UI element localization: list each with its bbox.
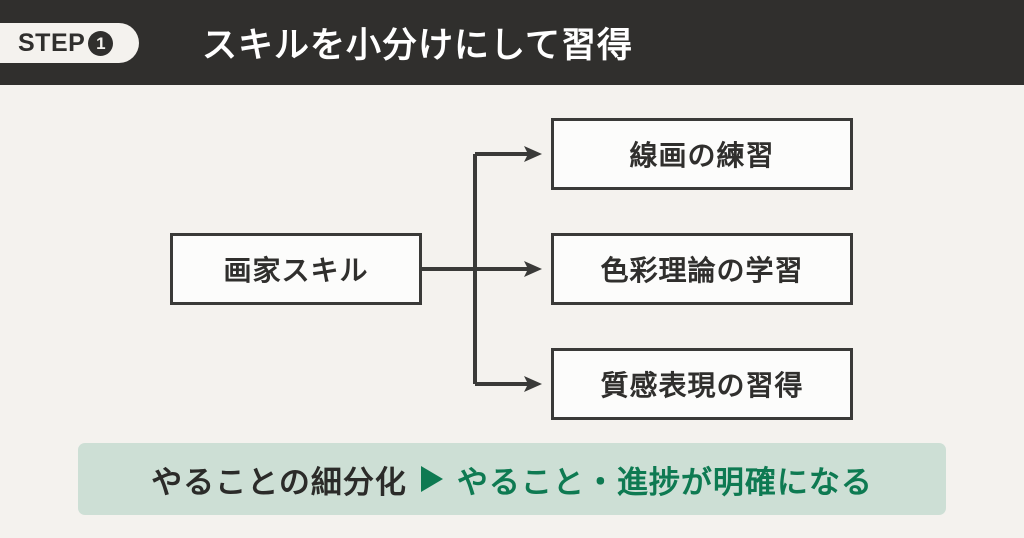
diagram-node-source-label: 画家スキル	[223, 255, 369, 286]
header-bar: STEP 1 スキルを小分けにして習得	[0, 0, 1024, 85]
diagram-node-child-2-label: 色彩理論の学習	[600, 255, 804, 286]
step-badge-label: STEP	[18, 28, 86, 57]
diagram-node-child-1-label: 線画の練習	[629, 140, 775, 171]
callout-before-text: やることの細分化	[151, 464, 407, 500]
step-badge: STEP 1	[0, 23, 140, 63]
step-number-circle: 1	[88, 30, 114, 56]
diagram-node-source: 画家スキル	[170, 233, 422, 305]
diagram-node-child-3: 質感表現の習得	[551, 348, 853, 420]
diagram-node-child-1: 線画の練習	[551, 118, 853, 190]
page-title: スキルを小分けにして習得	[202, 26, 633, 65]
triangle-right-icon	[420, 466, 443, 492]
diagram-node-child-3-label: 質感表現の習得	[600, 370, 804, 401]
diagram-area: 画家スキル 線画の練習 色彩理論の学習 質感表現の習得 やることの細分化 やるこ…	[0, 85, 1024, 538]
diagram-node-child-2: 色彩理論の学習	[551, 233, 853, 305]
callout-after-text: やること・進捗が明確になる	[456, 464, 873, 500]
connector-lines	[422, 146, 542, 392]
summary-callout: やることの細分化 やること・進捗が明確になる	[78, 443, 946, 515]
